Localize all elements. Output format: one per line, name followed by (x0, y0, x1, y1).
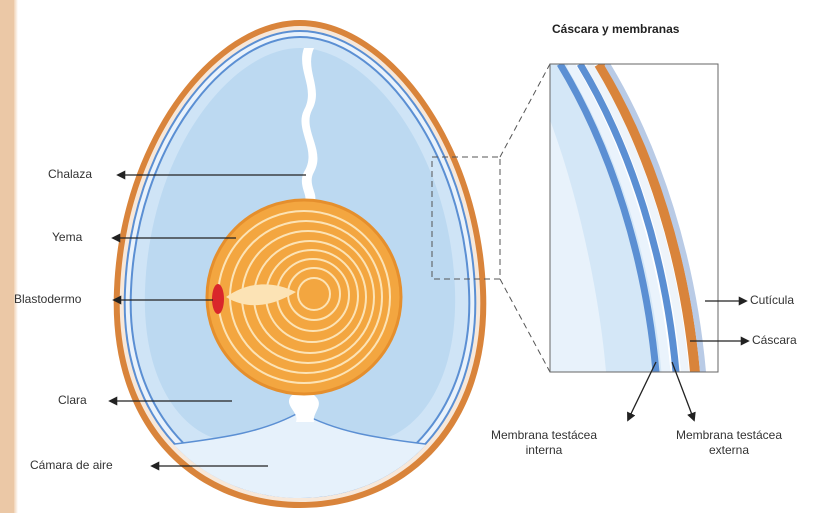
label-cuticula: Cutícula (750, 293, 794, 307)
diagram-title: Cáscara y membranas (552, 22, 679, 36)
label-membrana-externa: Membrana testácea externa (664, 428, 794, 458)
zoom-guide-bottom (500, 279, 550, 372)
label-chalaza: Chalaza (48, 167, 92, 181)
label-blastodermo: Blastodermo (14, 292, 81, 306)
label-cascara: Cáscara (752, 333, 797, 347)
label-camara-aire: Cámara de aire (30, 458, 113, 472)
label-yema: Yema (52, 230, 82, 244)
label-membrana-interna-line2: interna (484, 443, 604, 458)
label-membrana-externa-line2: externa (664, 443, 794, 458)
label-membrana-externa-line1: Membrana testácea (664, 428, 794, 443)
zoom-guide-top (500, 64, 550, 157)
blastoderm (212, 284, 224, 314)
label-clara: Clara (58, 393, 87, 407)
label-membrana-interna: Membrana testácea interna (484, 428, 604, 458)
label-membrana-interna-line1: Membrana testácea (484, 428, 604, 443)
